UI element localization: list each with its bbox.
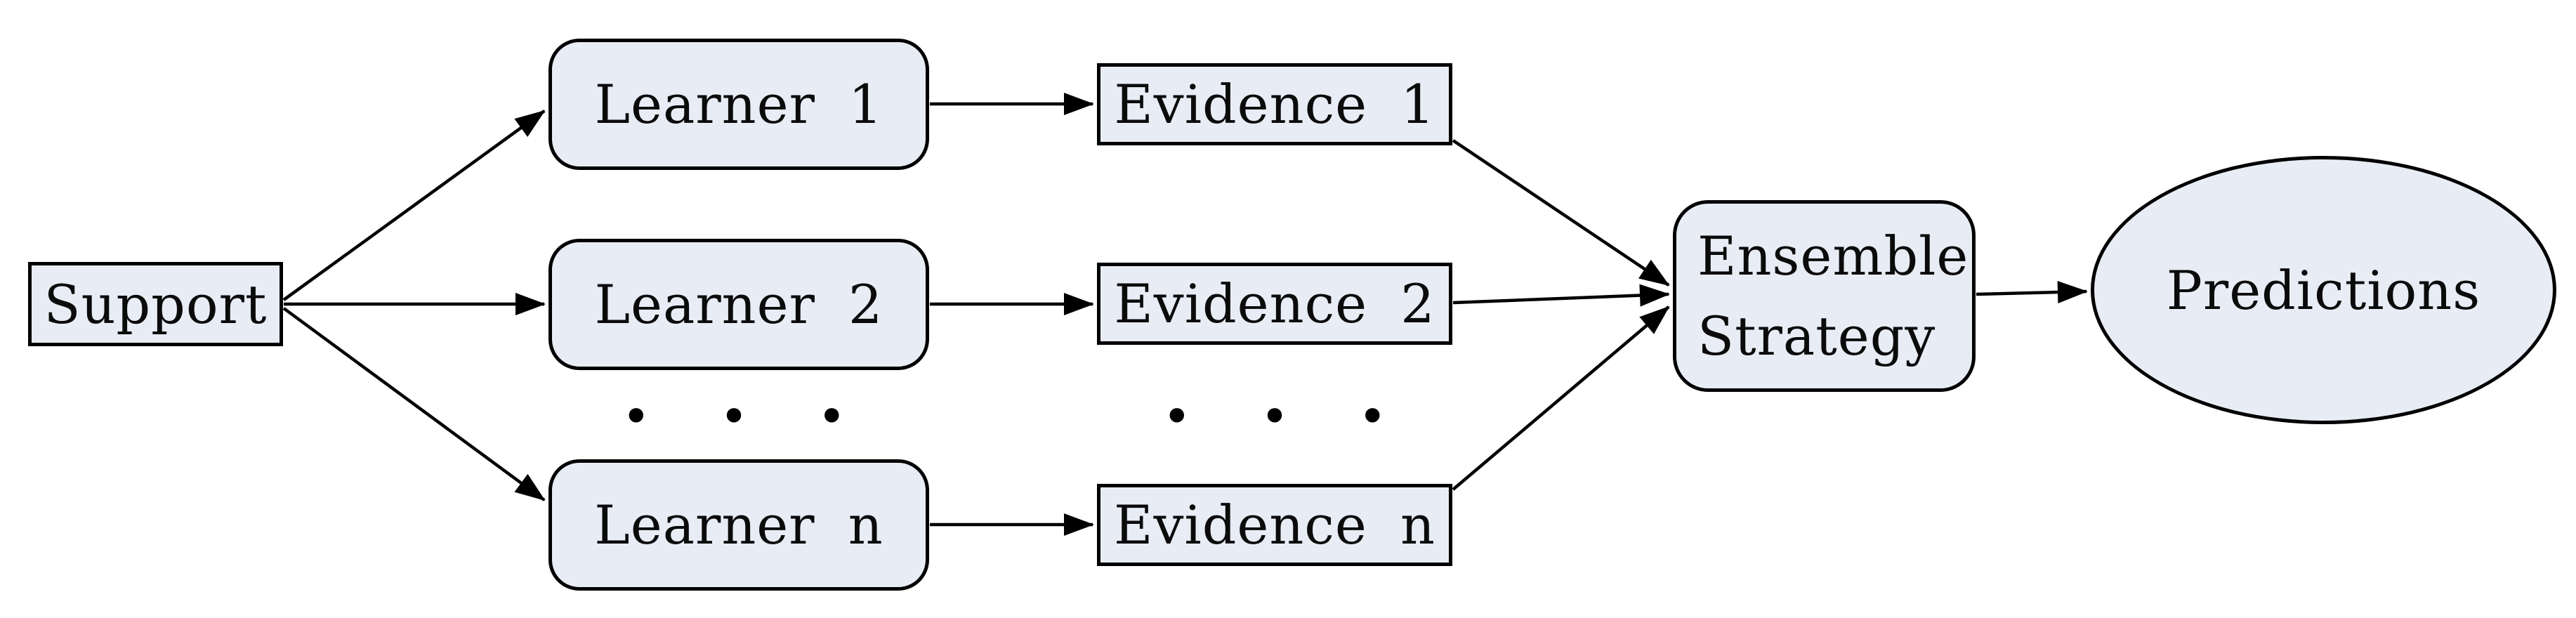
evidence-ellipsis: • • • xyxy=(1164,386,1391,446)
edge-evidence_n-to-ensemble xyxy=(1452,305,1670,491)
node-learner-n: Learner n xyxy=(548,459,929,591)
node-learner-2: Learner 2 xyxy=(548,239,929,370)
edge-ensemble-to-predictions xyxy=(1976,281,2088,304)
node-evidence-n-label: Evidence n xyxy=(1114,494,1435,556)
node-evidence-n: Evidence n xyxy=(1097,484,1452,566)
learner-ellipsis: • • • xyxy=(623,386,850,446)
node-evidence-2-label: Evidence 2 xyxy=(1114,272,1435,335)
learner-ellipsis-label: • • • xyxy=(623,392,866,440)
edge-support-to-learner_n xyxy=(282,307,546,501)
node-ensemble-strategy-label-line2: Strategy xyxy=(1697,304,1936,367)
node-evidence-1-label: Evidence 1 xyxy=(1114,73,1435,136)
node-learner-2-label: Learner 2 xyxy=(594,273,883,336)
evidence-ellipsis-label: • • • xyxy=(1164,392,1407,440)
node-ensemble-strategy-label-line1: Ensemble xyxy=(1697,224,1969,287)
node-predictions-label: Predictions xyxy=(2166,258,2481,322)
node-predictions: Predictions xyxy=(2091,156,2556,424)
node-ensemble-strategy: Ensemble Strategy xyxy=(1673,200,1976,392)
edge-support-to-learner1 xyxy=(282,110,546,301)
edge-evidence1-to-ensemble xyxy=(1452,139,1670,287)
node-learner-1-label: Learner 1 xyxy=(594,73,883,136)
node-learner-n-label: Learner n xyxy=(594,494,883,556)
edge-evidence2-to-ensemble xyxy=(1452,284,1670,307)
node-evidence-2: Evidence 2 xyxy=(1097,263,1452,345)
node-learner-1: Learner 1 xyxy=(548,39,929,170)
node-support: Support xyxy=(28,262,283,346)
node-support-label: Support xyxy=(44,272,268,336)
node-evidence-1: Evidence 1 xyxy=(1097,63,1452,145)
